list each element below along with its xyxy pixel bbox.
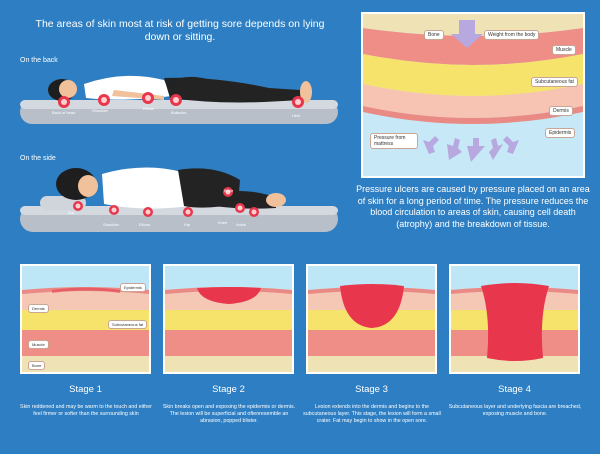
stage1-label-fat: Subcutaneous fat — [108, 320, 148, 329]
stage-1-panel — [20, 264, 151, 374]
stage-4-wound — [481, 283, 549, 361]
label-bone: Bone — [424, 30, 444, 40]
label-pressure: Pressure from mattress — [370, 133, 418, 149]
stage-2-wound — [197, 287, 261, 304]
stage-3-title: Stage 3 — [355, 384, 388, 395]
stage-4-panel — [449, 264, 580, 374]
label-dermis: Dermis — [549, 106, 573, 116]
point-buttocks: Buttocks — [171, 110, 187, 115]
label-muscle: Muscle — [552, 45, 576, 55]
point-elbow: Elbow — [143, 106, 154, 111]
epidermis-layer — [363, 106, 583, 124]
on-the-back-label: On the back — [20, 57, 58, 64]
weight-arrow — [451, 20, 483, 48]
point-elbow-side: Elbow — [139, 222, 150, 227]
point-shoulder-side: Shoulder — [103, 222, 120, 227]
dermis-layer — [363, 84, 583, 118]
stage1-label-muscle: Muscle — [28, 340, 49, 349]
stage-3-wound — [340, 284, 404, 328]
point-shoulder: Shoulder — [92, 108, 109, 113]
figure-lying-on-side — [20, 167, 338, 232]
label-epidermis: Epidermis — [545, 128, 576, 138]
stage-1-title: Stage 1 — [69, 384, 102, 395]
point-heel: Heel — [292, 113, 301, 118]
stage-3-panel — [306, 264, 437, 374]
pressure-caption: Pressure ulcers are caused by pressure p… — [356, 184, 590, 229]
pressure-cross-section — [361, 12, 585, 178]
torso-shirt-side — [102, 167, 190, 209]
stage-4-description: Subcutaneous layer and underlying fascia… — [448, 404, 582, 417]
point-knee-top: Knee — [224, 188, 234, 193]
stage1-label-bone: Bone — [28, 361, 46, 370]
on-the-side-label: On the side — [20, 155, 56, 162]
feet — [300, 81, 312, 103]
figure-lying-on-back — [20, 75, 338, 124]
stage-2-panel — [163, 264, 294, 374]
point-knee-bottom: Knee — [218, 220, 228, 225]
label-fat: Subcutaneous fat — [531, 77, 578, 87]
stage-2-description: Skin breaks open and exposing the epider… — [162, 404, 296, 424]
stage1-label-epidermis: Epidermis — [120, 283, 146, 292]
page-heading: The areas of skin most at risk of gettin… — [35, 18, 325, 43]
feet-side — [266, 193, 286, 207]
label-weight: Weight from the body — [484, 30, 540, 40]
stage-1-description: Skin reddened and may be warm to the tou… — [20, 404, 152, 417]
point-ankle: Ankle — [236, 222, 247, 227]
pressure-arrows — [423, 136, 519, 162]
point-ear: Ear — [68, 210, 75, 215]
stage-4-title: Stage 4 — [498, 384, 531, 395]
point-back-of-head: Back of head — [52, 110, 76, 115]
fat-layer — [363, 54, 583, 96]
stage-3-description: Lesion extends into the dermis and begin… — [303, 404, 441, 424]
stage-2-title: Stage 2 — [212, 384, 245, 395]
point-hip: Hip — [184, 222, 191, 227]
stage1-label-dermis: Dermis — [28, 304, 49, 313]
